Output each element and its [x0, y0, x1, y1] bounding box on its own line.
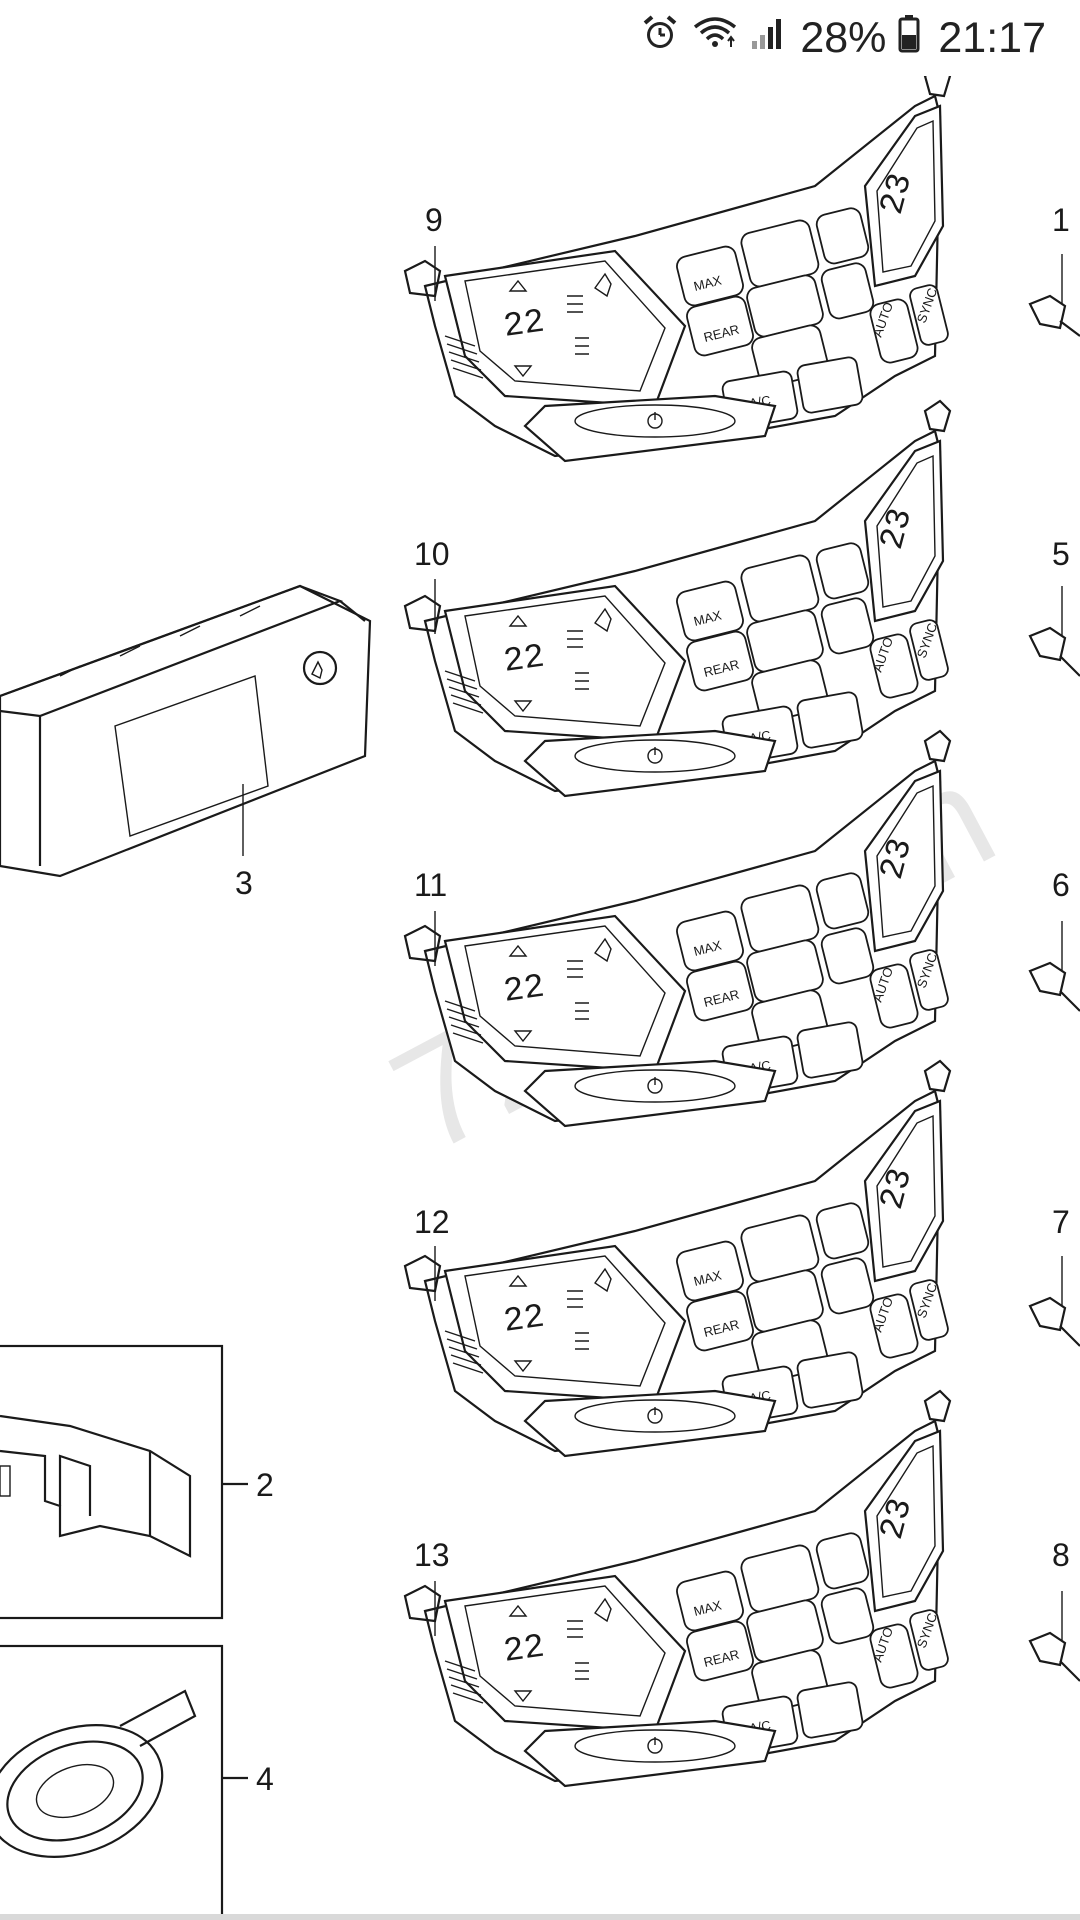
callout-3: 3 [235, 865, 253, 901]
part-edge-1[interactable] [1028, 254, 1080, 337]
part-panel-9[interactable] [403, 76, 952, 463]
callout-9: 9 [425, 202, 443, 238]
callout-1: 1 [1052, 202, 1070, 238]
bottom-edge [0, 1914, 1080, 1920]
status-bar: 28% 21:17 [0, 0, 1080, 76]
part-edge-8[interactable] [1028, 1591, 1080, 1682]
callout-8: 8 [1052, 1537, 1070, 1573]
callout-4: 4 [256, 1761, 274, 1797]
part-module-3[interactable] [0, 584, 372, 878]
battery-icon [898, 13, 920, 64]
part-panel-10[interactable] [403, 399, 952, 798]
callout-5: 5 [1052, 536, 1070, 572]
callout-12: 12 [414, 1204, 450, 1240]
part-panel-13[interactable] [403, 1389, 952, 1788]
part-edge-6[interactable] [1028, 921, 1080, 1012]
part-bracket-2[interactable] [0, 1344, 248, 1620]
part-edge-7[interactable] [1028, 1256, 1080, 1347]
battery-percent: 28% [800, 13, 887, 62]
alarm-clock-icon [640, 13, 680, 64]
part-edge-5[interactable] [1028, 586, 1080, 677]
callout-6: 6 [1052, 867, 1070, 903]
callout-10: 10 [414, 536, 450, 572]
wifi-data-icon [692, 13, 738, 64]
callout-13: 13 [414, 1537, 450, 1573]
cell-signal-icon [750, 13, 786, 64]
part-tape-roll-4[interactable] [0, 1644, 248, 1920]
callout-7: 7 [1052, 1204, 1070, 1240]
callout-11: 11 [414, 867, 447, 903]
status-clock: 21:17 [938, 13, 1046, 62]
parts-diagram[interactable]: 22 A/C MAX REAR 23 [0, 76, 1080, 1920]
callout-2: 2 [256, 1467, 274, 1503]
